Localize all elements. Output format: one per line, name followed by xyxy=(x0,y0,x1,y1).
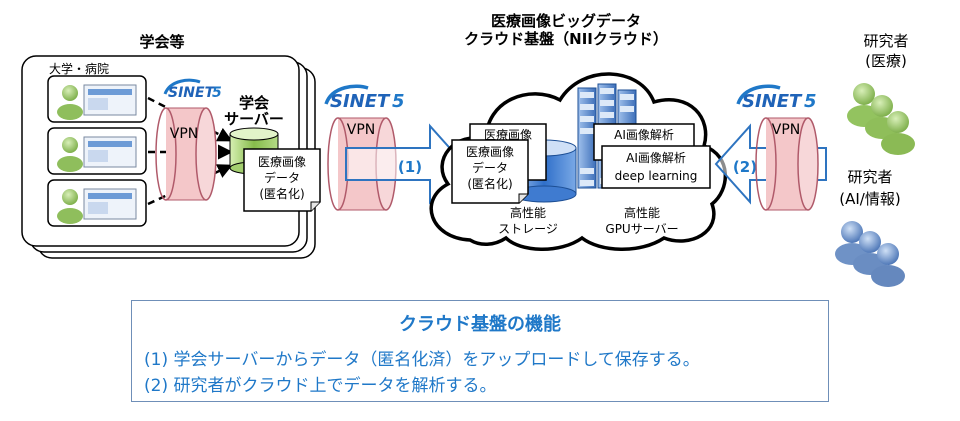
hospital-pc-icon xyxy=(47,179,147,227)
storage-label-2: ストレージ xyxy=(498,222,558,236)
researcher-medical-line2: (医療) xyxy=(865,52,907,70)
researcher-ai-line1: 研究者 xyxy=(847,168,892,186)
doc-left-line2: データ xyxy=(264,170,300,185)
sinet-logo-number: 5 xyxy=(392,91,405,112)
hospital-pc-icon xyxy=(47,75,147,123)
doc-cloud-front-line2: データ xyxy=(472,160,508,175)
hospital-pc-group xyxy=(47,75,147,227)
hospital-label: 大学・病院 xyxy=(49,61,109,76)
doc-left-line3: (匿名化) xyxy=(259,186,304,201)
sinet-logo: SINET 5 xyxy=(163,78,222,101)
ai-front-line1: AI画像解析 xyxy=(626,151,686,165)
medical-data-document-front: 医療画像 データ (匿名化) xyxy=(451,139,529,204)
functions-title: クラウド基盤の機能 xyxy=(399,314,561,335)
function-item-1: (1) 学会サーバーからデータ（匿名化済）をアップロードして保存する。 xyxy=(144,350,700,370)
server-label-1: 学会 xyxy=(239,94,269,112)
sinet-logo: SINET 5 xyxy=(324,84,405,112)
sinet-logo-text: SINET xyxy=(168,85,216,101)
step-2-label: (2) xyxy=(733,158,757,176)
gpu-label-1: 高性能 xyxy=(624,205,660,220)
storage-label-1: 高性能 xyxy=(510,205,546,220)
doc-cloud-back-line1: 医療画像 xyxy=(484,128,532,142)
vpn-label-right: VPN xyxy=(772,122,801,138)
sinet-logo-text: SINET xyxy=(330,91,391,112)
ai-analysis-box-front: AI画像解析 deep learning xyxy=(601,145,711,189)
doc-cloud-front-line3: (匿名化) xyxy=(467,176,512,191)
sinet-logo-number: 5 xyxy=(212,85,222,101)
vpn-label-center: VPN xyxy=(347,122,376,138)
vpn-tube-right xyxy=(755,117,819,211)
researcher-ai-line2: (AI/情報) xyxy=(839,190,900,208)
ai-back-line1: AI画像解析 xyxy=(614,128,674,142)
step-1-label: (1) xyxy=(398,158,422,176)
medical-data-document-left: 医療画像 データ (匿名化) xyxy=(243,148,321,212)
society-title: 学会等 xyxy=(139,33,184,51)
cloud-title-1: 医療画像ビッグデータ xyxy=(491,12,641,30)
researcher-ai-icon xyxy=(835,221,905,287)
sinet-logo: SINET 5 xyxy=(736,84,817,112)
vpn-tube-left xyxy=(155,107,217,201)
sinet-logo-text: SINET xyxy=(742,91,803,112)
ai-front-line2: deep learning xyxy=(615,169,698,183)
sinet-logo-number: 5 xyxy=(804,91,817,112)
hospital-pc-icon xyxy=(47,127,147,175)
researcher-medical-line1: 研究者 xyxy=(863,32,908,50)
cloud-title-2: クラウド基盤（NIIクラウド） xyxy=(464,30,668,48)
researcher-medical-icon xyxy=(847,83,915,155)
function-item-2: (2) 研究者がクラウド上でデータを解析する。 xyxy=(144,376,497,396)
doc-cloud-front-line1: 医療画像 xyxy=(466,145,514,159)
doc-left-line1: 医療画像 xyxy=(258,155,306,169)
gpu-label-2: GPUサーバー xyxy=(605,222,678,236)
vpn-label-left: VPN xyxy=(170,126,199,142)
cloud-functions-box: クラウド基盤の機能 (1) 学会サーバーからデータ（匿名化済）をアップロードして… xyxy=(131,300,829,402)
server-label-2: サーバー xyxy=(224,110,284,128)
